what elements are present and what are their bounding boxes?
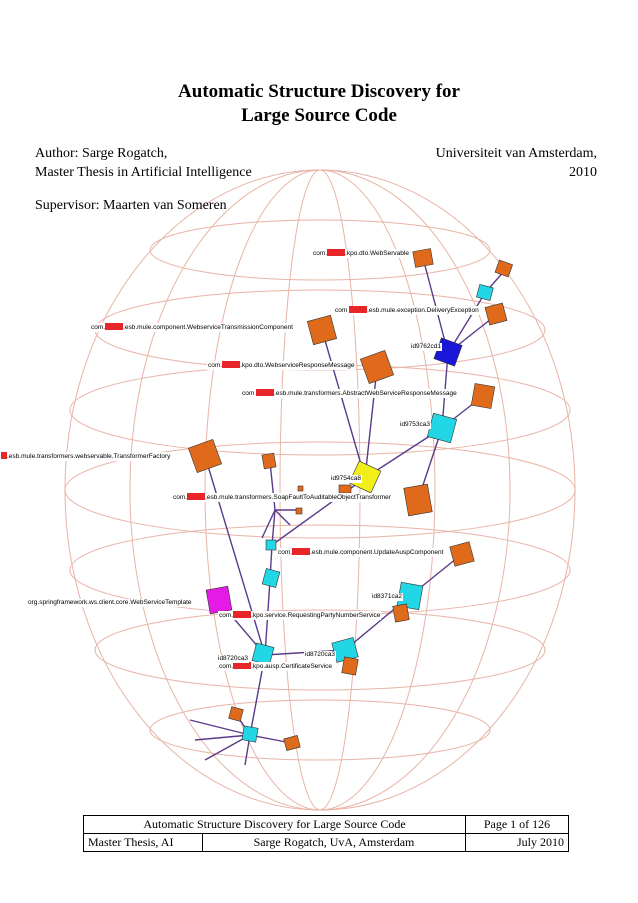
page-footer: Automatic Structure Discovery for Large …	[83, 815, 569, 852]
graph-label: com..kpo.ausp.CertificateService	[218, 662, 333, 671]
footer-title: Automatic Structure Discovery for Large …	[84, 816, 466, 834]
author-line: Author: Sarge Rogatch,	[35, 144, 167, 164]
footer-author: Sarge Rogatch, UvA, Amsterdam	[203, 834, 466, 852]
node-id-label: id9753ca3	[399, 421, 431, 429]
node-id-label: id9762cd1	[410, 343, 442, 351]
graph-label: com .esb.mule.transformers.AbstractWebSe…	[241, 389, 458, 398]
node-id-label: id9754ca8	[330, 475, 362, 483]
node-id-label: id8720ca3	[217, 655, 249, 663]
node-id-label: id8371ca2	[371, 593, 403, 601]
graph-label: org.springframework.ws.client.core.WebSe…	[27, 599, 193, 607]
footer-thesis: Master Thesis, AI	[84, 834, 203, 852]
footer-date: July 2010	[466, 834, 569, 852]
graph-label: com..kpo.dto.WebServable	[312, 249, 410, 258]
graph-label: com..esb.mule.component.WebserviceTransm…	[90, 323, 294, 332]
year-line: 2010	[569, 163, 597, 183]
university-line: Universiteit van Amsterdam,	[436, 144, 597, 164]
supervisor-line: Supervisor: Maarten van Someren	[35, 196, 227, 216]
graph-label: com..esb.mule.transformers.SoapFaultToAu…	[172, 493, 392, 502]
graph-label: com .esb.mule.exception.DeliveryExceptio…	[334, 306, 480, 315]
footer-page: Page 1 of 126	[466, 816, 569, 834]
node-id-label: id8720ca3	[304, 651, 336, 659]
degree-line: Master Thesis in Artificial Intelligence	[35, 163, 252, 183]
title-line-1: Automatic Structure Discovery for	[0, 80, 638, 104]
graph-label: com..kpo.dto.WebserviceResponseMessage	[207, 361, 356, 370]
graph-label: com..esb.mule.component.UpdateAuspCompon…	[277, 548, 444, 557]
document-title: Automatic Structure Discovery for Large …	[0, 80, 638, 128]
graph-label: com..kpo.service.RequestingPartyNumberSe…	[218, 611, 381, 620]
title-line-2: Large Source Code	[0, 104, 638, 128]
graph-label: .esb.mule.transformers.webservable.Trans…	[0, 452, 171, 461]
